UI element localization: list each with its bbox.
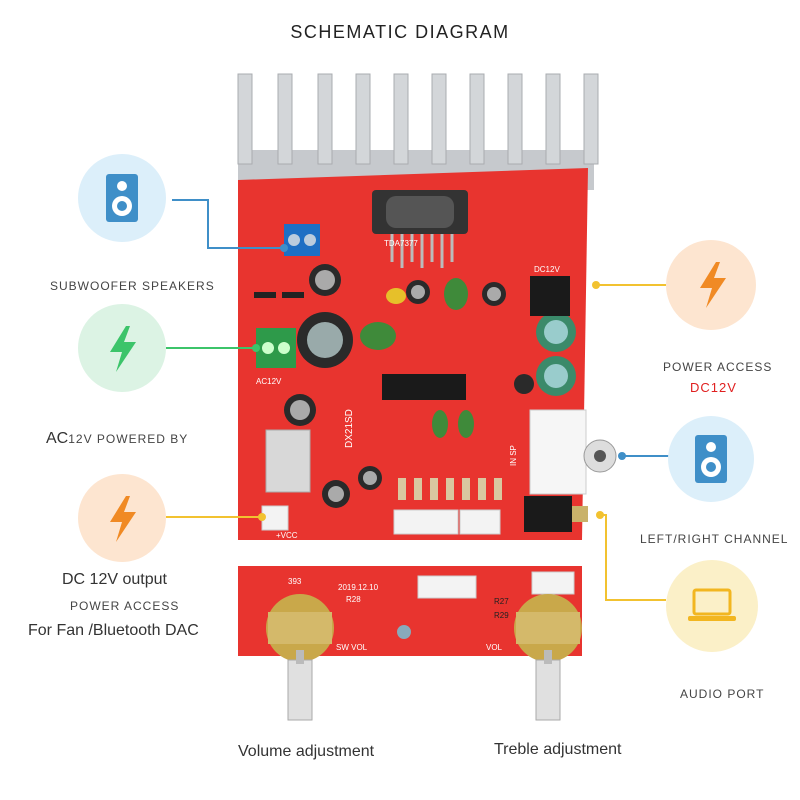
- chip-label-top: TDA7377: [384, 239, 418, 248]
- audio-port-icon-badge: [666, 560, 758, 652]
- silk-in-sp: IN SP: [509, 445, 518, 466]
- label-12v-powered-by: 12V POWERED BY: [68, 432, 189, 446]
- silk-dc12v: DC12V: [534, 265, 560, 274]
- silk-r28-left: R28: [346, 595, 361, 604]
- speaker-icon: [106, 174, 138, 222]
- dc-output-icon-badge: [78, 474, 166, 562]
- silk-vcc: +VCC: [276, 531, 298, 540]
- label-dc12v: DC12V: [690, 380, 737, 395]
- silk-vol: VOL: [486, 643, 503, 652]
- silk-393: 393: [288, 577, 302, 586]
- power-access-icon-badge: [666, 240, 756, 330]
- silk-date: 2019.12.10: [338, 583, 379, 592]
- silk-r27: R27: [494, 597, 509, 606]
- label-volume-adjustment: Volume adjustment: [238, 743, 375, 760]
- silk-ac12v: AC12V: [256, 377, 282, 386]
- subwoofer-icon-badge: [78, 154, 166, 242]
- lightning-icon: [700, 262, 726, 308]
- channel-icon-badge: [668, 416, 754, 502]
- laptop-icon: [688, 588, 736, 621]
- label-ac-powered: AC12V POWERED BY: [46, 430, 188, 448]
- speaker-icon: [695, 435, 727, 483]
- label-power-access-left: POWER ACCESS: [70, 599, 180, 613]
- label-treble-adjustment: Treble adjustment: [494, 741, 622, 758]
- control-board: [238, 566, 582, 721]
- silk-r29: R29: [494, 611, 509, 620]
- label-dc-output: DC 12V output: [62, 571, 167, 588]
- label-subwoofer-speakers: SUBWOOFER SPEAKERS: [50, 279, 215, 293]
- label-fan-dac: For Fan /Bluetooth DAC: [28, 622, 199, 639]
- label-power-access-right: POWER ACCESS: [663, 360, 773, 374]
- diagram-title: SCHEMATIC DIAGRAM: [290, 22, 510, 42]
- lightning-icon: [110, 496, 136, 542]
- label-left-right-channel: LEFT/RIGHT CHANNEL: [640, 532, 789, 546]
- ac-power-icon-badge: [78, 304, 166, 392]
- main-board: [238, 168, 617, 540]
- label-audio-port: AUDIO PORT: [680, 687, 765, 701]
- label-ac: AC: [46, 430, 69, 447]
- silk-sw-vol: SW VOL: [336, 643, 368, 652]
- chip-label-main: DX21SD: [344, 409, 355, 448]
- lightning-icon: [110, 326, 136, 372]
